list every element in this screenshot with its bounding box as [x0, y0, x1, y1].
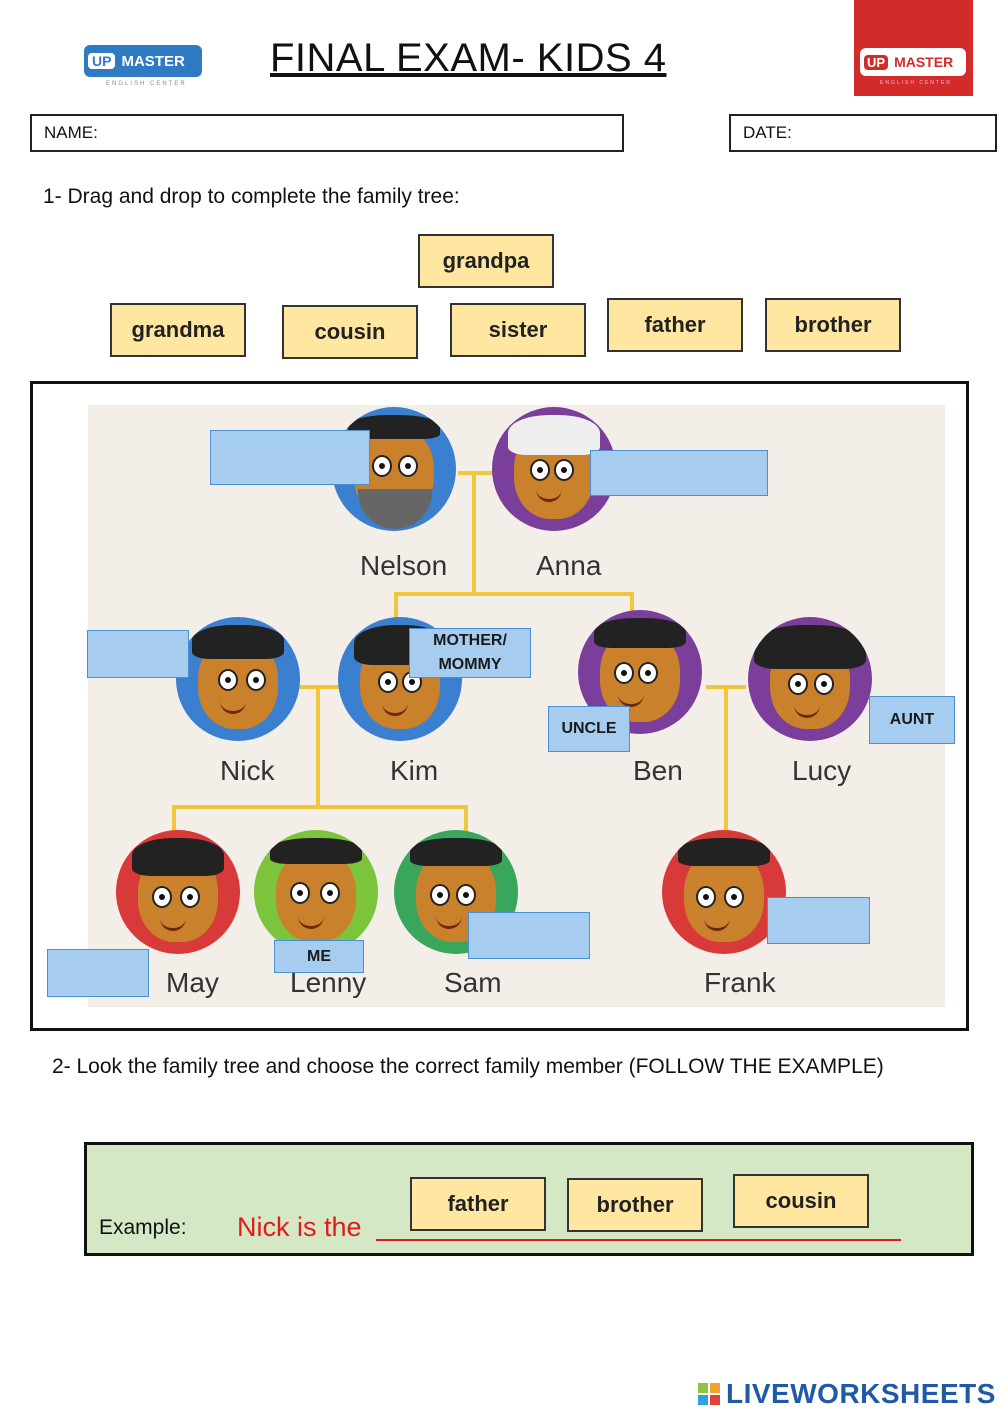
date-label: DATE:	[743, 123, 792, 142]
option-brother[interactable]: brother	[567, 1178, 703, 1232]
logo-right-up: UP	[864, 54, 889, 70]
name-label: NAME:	[44, 123, 98, 142]
avatar-lenny	[254, 830, 378, 954]
tree-line	[316, 687, 320, 807]
option-father[interactable]: father	[410, 1177, 546, 1231]
drop-slot-anna[interactable]	[590, 450, 768, 496]
avatar-nelson	[332, 407, 456, 531]
tree-line	[394, 592, 634, 596]
logo-right: UP MASTER ENGLISH CENTER	[854, 0, 973, 96]
drop-slot-nelson[interactable]	[210, 430, 370, 485]
liveworksheets-icon	[698, 1383, 720, 1405]
logo-right-bubble: UP MASTER	[860, 48, 966, 76]
label-uncle: UNCLE	[548, 706, 630, 752]
tree-line	[464, 805, 468, 835]
name-anna: Anna	[536, 550, 602, 581]
drop-slot-may[interactable]	[47, 949, 149, 997]
name-sam: Sam	[444, 967, 502, 998]
avatar-may	[116, 830, 240, 954]
label-mother: MOTHER/ MOMMY	[409, 628, 531, 678]
word-tile-grandpa[interactable]: grandpa	[418, 234, 554, 288]
name-nick: Nick	[220, 755, 275, 786]
name-frank: Frank	[704, 967, 776, 998]
tree-line	[172, 805, 176, 835]
avatar-frank	[662, 830, 786, 954]
liveworksheets-text: LIVEWORKSHEETS	[726, 1378, 996, 1409]
logo-right-tagline: ENGLISH CENTER	[880, 80, 952, 86]
avatar-ben	[578, 610, 702, 734]
date-field[interactable]: DATE:	[729, 114, 997, 152]
word-tile-father[interactable]: father	[607, 298, 743, 352]
name-field[interactable]: NAME:	[30, 114, 624, 152]
tree-line	[458, 471, 498, 475]
avatar-nick	[176, 617, 300, 741]
word-tile-brother[interactable]: brother	[765, 298, 901, 352]
family-tree-picture: Nelson Anna Nick Kim Ben Lucy May Lenny …	[88, 405, 945, 1007]
option-cousin[interactable]: cousin	[733, 1174, 869, 1228]
name-nelson: Nelson	[360, 550, 448, 581]
liveworksheets-watermark: LIVEWORKSHEETS	[698, 1378, 996, 1410]
logo-left-brand: MASTER	[121, 52, 185, 70]
example-label: Example:	[99, 1216, 187, 1239]
word-tile-cousin[interactable]: cousin	[282, 305, 418, 359]
drop-slot-sam[interactable]	[468, 912, 590, 959]
name-may: May	[166, 967, 219, 998]
label-aunt: AUNT	[869, 696, 955, 744]
tree-line	[394, 592, 398, 622]
logo-left-up: UP	[88, 53, 116, 69]
tree-line	[172, 805, 468, 809]
example-answer-line[interactable]	[376, 1239, 901, 1241]
question-2-prompt: 2- Look the family tree and choose the c…	[52, 1055, 884, 1078]
word-tile-sister[interactable]: sister	[450, 303, 586, 357]
drop-slot-frank[interactable]	[767, 897, 870, 944]
logo-left: UP MASTER ENGLISH CENTER	[84, 45, 202, 91]
word-tile-grandma[interactable]: grandma	[110, 303, 246, 357]
logo-right-brand: MASTER	[894, 54, 954, 70]
avatar-lucy	[748, 617, 872, 741]
tree-line	[724, 687, 728, 837]
tree-line	[630, 592, 634, 622]
name-ben: Ben	[633, 755, 683, 786]
logo-left-bubble: UP MASTER	[84, 45, 202, 77]
logo-left-tagline: ENGLISH CENTER	[106, 81, 187, 87]
example-sentence: Nick is the	[237, 1212, 362, 1242]
drop-slot-nick[interactable]	[87, 630, 189, 678]
question-1-prompt: 1- Drag and drop to complete the family …	[43, 185, 460, 208]
name-kim: Kim	[390, 755, 439, 786]
label-me: ME	[274, 940, 364, 973]
name-lucy: Lucy	[792, 755, 852, 786]
page-title: FINAL EXAM- KIDS 4	[270, 36, 667, 80]
tree-line	[472, 473, 476, 595]
